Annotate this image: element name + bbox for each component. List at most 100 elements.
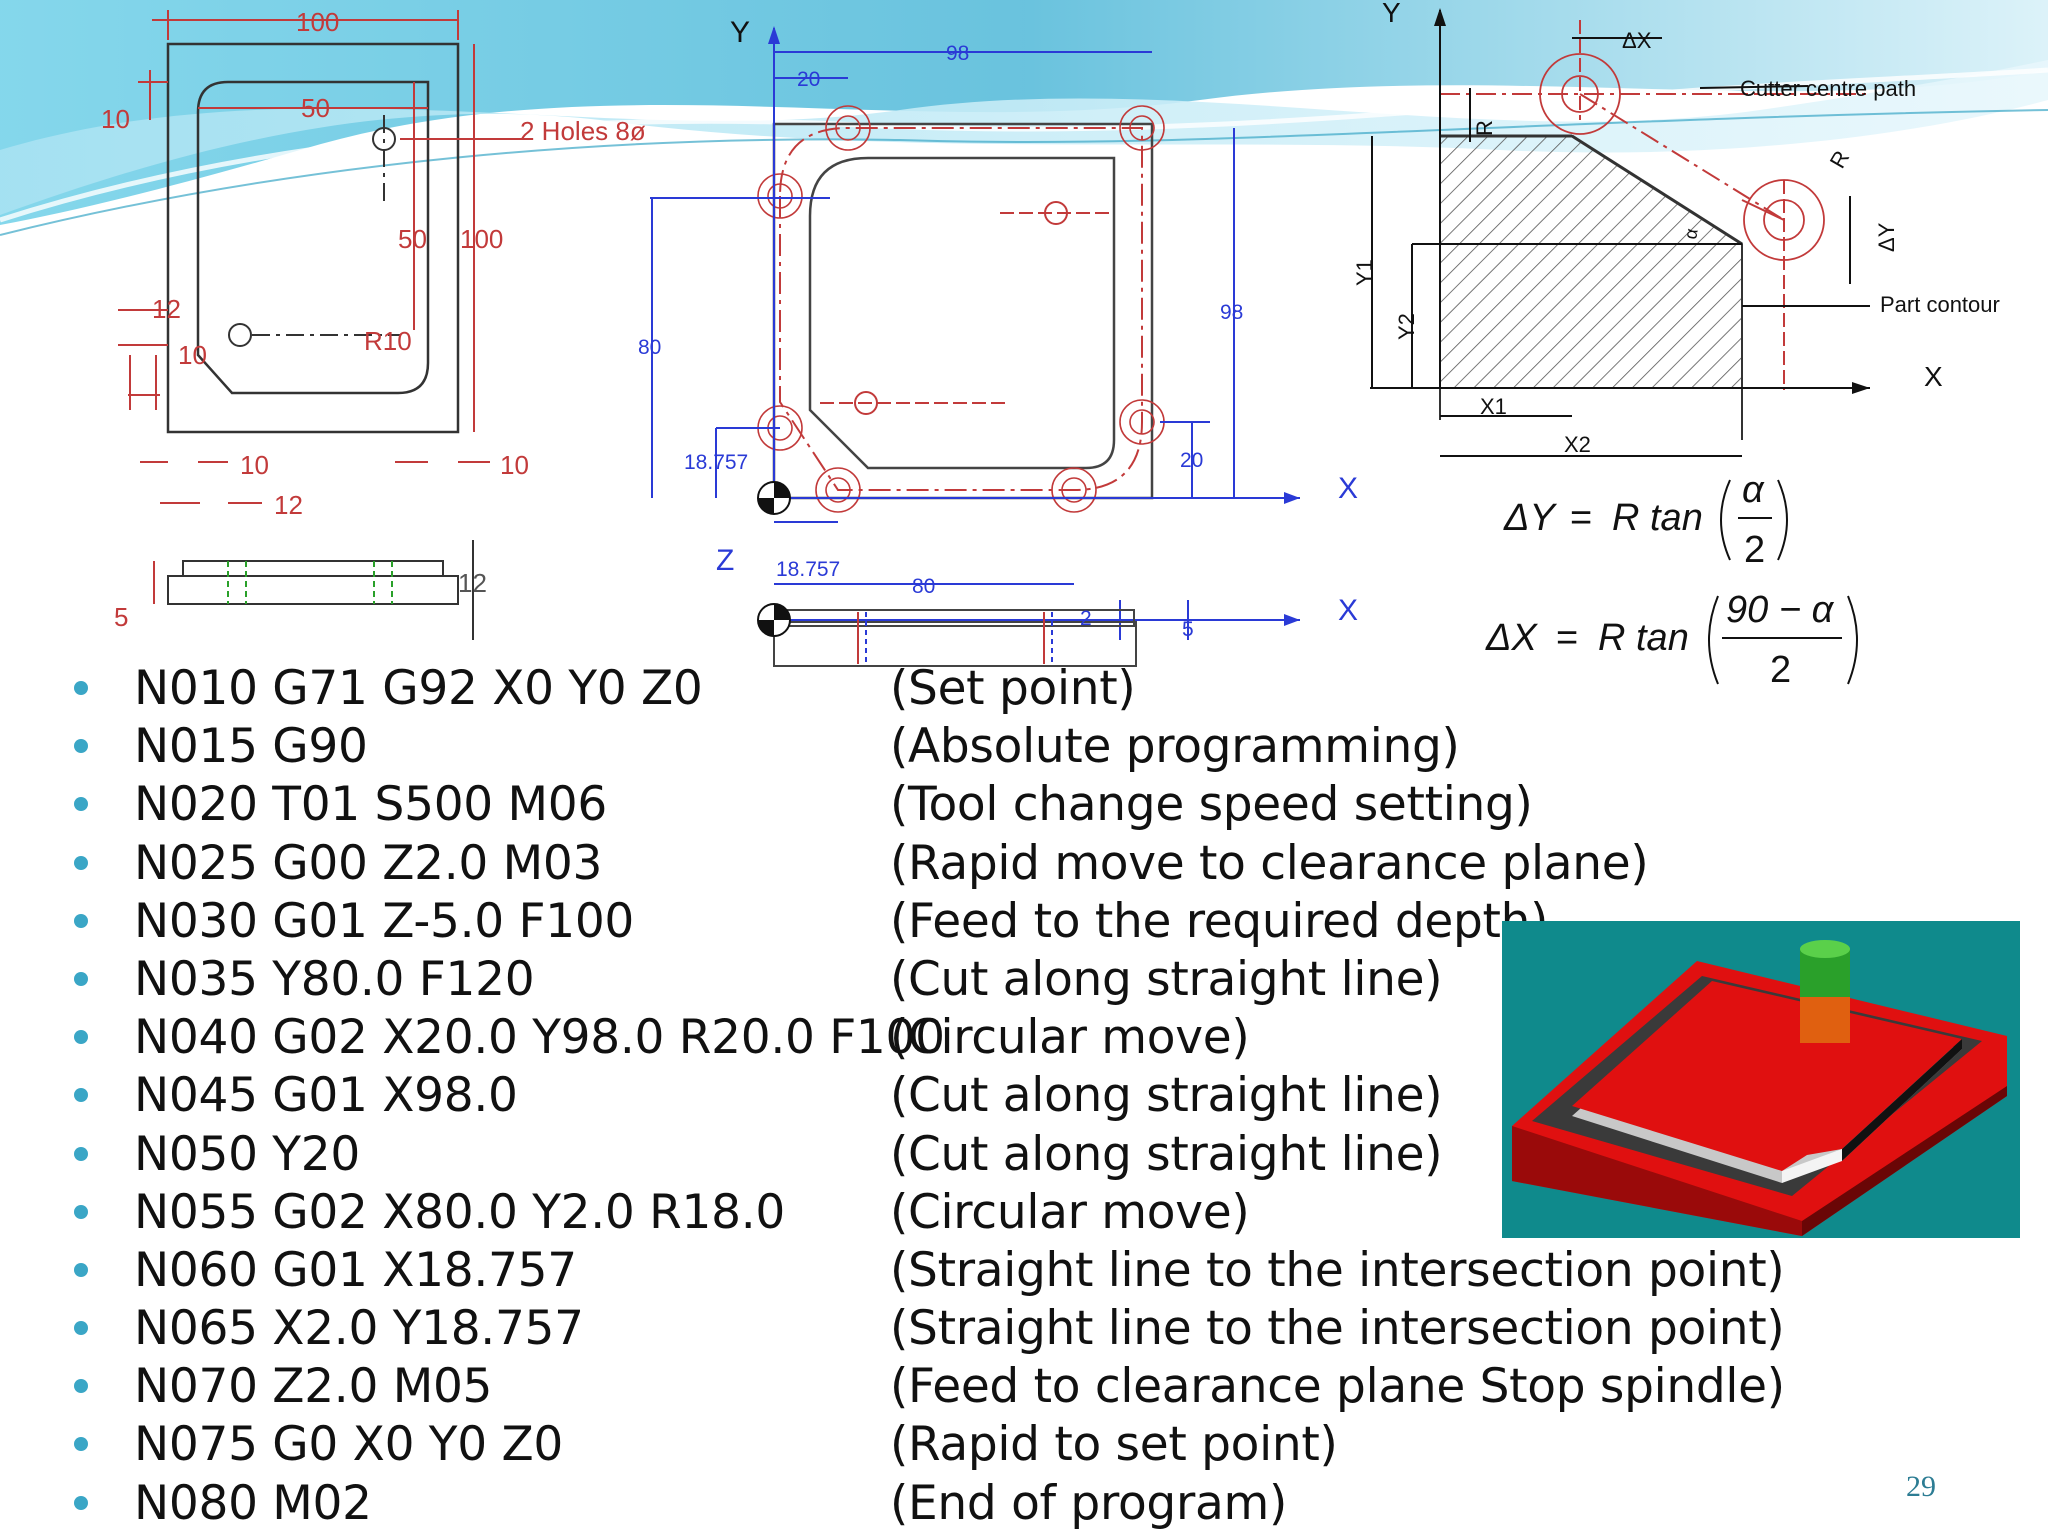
dim-label: 98 xyxy=(946,42,969,65)
formula-rtan: R tan xyxy=(1598,617,1689,659)
program-line: N010 G71 G92 X0 Y0 Z0(Set point) xyxy=(62,660,1822,718)
formula-denominator: 2 xyxy=(1744,529,1765,571)
dim-label: 10 xyxy=(101,104,130,134)
axis-label: X xyxy=(1924,361,1943,392)
gcode-comment: (Feed to clearance plane Stop spindle) xyxy=(890,1359,1785,1415)
dim-label: 50 xyxy=(301,93,330,123)
dim-label: 2 xyxy=(1080,607,1092,630)
dim-label: 100 xyxy=(296,7,339,37)
axis-label: X xyxy=(1338,472,1358,505)
bullet-icon xyxy=(74,1146,88,1161)
bullet-icon xyxy=(74,739,88,754)
formula-numerator: α xyxy=(1742,469,1765,511)
dim-label: 18.757 xyxy=(684,451,748,474)
dim-label: 12 xyxy=(274,490,303,520)
dim-label: 18.757 xyxy=(776,558,840,581)
bullet-icon xyxy=(74,1379,88,1394)
program-line: N020 T01 S500 M06(Tool change speed sett… xyxy=(62,776,1822,834)
formula-rtan: R tan xyxy=(1612,497,1703,539)
program-line: N070 Z2.0 M05 (Feed to clearance plane St… xyxy=(62,1358,1822,1416)
gcode-comment: (End of program) xyxy=(890,1475,1287,1531)
bullet-icon xyxy=(74,913,88,928)
gcode-text: N015 G90 xyxy=(134,719,368,775)
left-part-drawing xyxy=(118,10,530,504)
x2-label: X2 xyxy=(1564,432,1591,457)
program-line: N055 G02 X80.0 Y2.0 R18.0 (Circular move) xyxy=(62,1184,1822,1242)
program-line: N025 G00 Z2.0 M03 (Rapid move to clearanc… xyxy=(62,835,1822,893)
dim-label: 10 xyxy=(240,450,269,480)
program-line: N015 G90(Absolute programming) xyxy=(62,718,1822,776)
bullet-icon xyxy=(74,1204,88,1219)
axis-label: Z xyxy=(716,544,734,577)
program-line: N080 M02(End of program) xyxy=(62,1475,1822,1533)
part-contour-label: Part contour xyxy=(1880,292,2000,317)
dim-label: 10 xyxy=(500,450,529,480)
dim-label: 50 xyxy=(398,224,427,254)
bullet-icon xyxy=(74,1495,88,1510)
gcode-text: N040 G02 X20.0 Y98.0 R20.0 F100 xyxy=(134,1010,945,1066)
header-wave xyxy=(0,0,2048,225)
gcode-comment: (Rapid move to clearance plane) xyxy=(890,835,1649,891)
y2-label: Y2 xyxy=(1394,313,1419,340)
bullet-icon xyxy=(74,1262,88,1277)
page-number: 29 xyxy=(1906,1470,1936,1503)
part-render-image xyxy=(1502,921,2020,1238)
cnc-program-list: N010 G71 G92 X0 Y0 Z0(Set point)N015 G90… xyxy=(62,660,1822,1533)
bullet-icon xyxy=(74,1088,88,1103)
program-line: N050 Y20 (Cut along straight line) xyxy=(62,1126,1822,1184)
program-line: N045 G01 X98.0(Cut along straight line) xyxy=(62,1067,1822,1125)
gcode-text: N035 Y80.0 F120 xyxy=(134,951,535,1007)
header-wave-line-2 xyxy=(0,109,2048,236)
delta-x-label: ΔX xyxy=(1622,28,1652,53)
bullet-icon xyxy=(74,797,88,812)
program-line: N035 Y80.0 F120(Cut along straight line) xyxy=(62,951,1822,1009)
left-part-side-view xyxy=(153,540,474,640)
header-wave-light xyxy=(0,60,2048,215)
gcode-text: N060 G01 X18.757 xyxy=(134,1242,577,1298)
left-part-labels: 100 10 50 2 Holes 8ø 50 100 12 10 R10 10… xyxy=(101,7,646,632)
bullet-icon xyxy=(74,1030,88,1045)
y1-label: Y1 xyxy=(1352,259,1377,286)
origin-marker xyxy=(757,481,791,515)
dim-label: 5 xyxy=(1182,618,1194,641)
origin-marker xyxy=(757,603,791,637)
middle-part-drawing xyxy=(650,26,1300,667)
gcode-comment: (Set point) xyxy=(890,661,1136,716)
formula-eq: = xyxy=(1570,497,1592,539)
formula-eq: = xyxy=(1556,617,1578,659)
dim-label: 20 xyxy=(797,68,820,91)
formula-denominator: 2 xyxy=(1770,649,1791,691)
gcode-text: N055 G02 X80.0 Y2.0 R18.0 xyxy=(134,1184,785,1240)
dim-label: 12 xyxy=(152,294,181,324)
gcode-comment: (Circular move) xyxy=(890,1010,1250,1066)
delta-y-label: ΔY xyxy=(1874,222,1899,252)
gcode-text: N050 Y20 xyxy=(134,1126,360,1182)
delta-x-formula: ΔX = R tan 90 − α 2 xyxy=(1485,589,1858,691)
cutter-offset-diagram xyxy=(1370,8,1870,457)
bullet-icon xyxy=(74,1321,88,1336)
axis-label: Y xyxy=(1382,0,1401,28)
delta-y-formula: ΔY = R tan α 2 xyxy=(1503,469,1788,571)
dim-label: 20 xyxy=(1180,449,1203,472)
gcode-comment: (Cut along straight line) xyxy=(890,1126,1443,1182)
r-label: R xyxy=(1472,120,1497,136)
r-label: R xyxy=(1825,146,1855,172)
gcode-comment: (Circular move) xyxy=(890,1184,1250,1240)
bullet-icon xyxy=(74,855,88,870)
bullet-icon xyxy=(74,1437,88,1452)
axis-label: X xyxy=(1338,594,1358,627)
dim-label: 5 xyxy=(114,602,128,632)
gcode-text: N025 G00 Z2.0 M03 xyxy=(134,835,603,891)
dim-label: 100 xyxy=(460,224,503,254)
dim-label: 80 xyxy=(912,575,935,598)
holes-note: 2 Holes 8ø xyxy=(520,116,646,146)
formula-numerator: 90 − α xyxy=(1726,589,1835,631)
gcode-text: N020 T01 S500 M06 xyxy=(134,777,608,833)
gcode-text: N070 Z2.0 M05 xyxy=(134,1359,493,1415)
dim-label: 80 xyxy=(638,336,661,359)
gcode-text: N065 X2.0 Y18.757 xyxy=(134,1301,584,1357)
dim-label: 98 xyxy=(1220,301,1243,324)
program-line: N040 G02 X20.0 Y98.0 R20.0 F100(Circular… xyxy=(62,1009,1822,1067)
x1-label: X1 xyxy=(1480,394,1507,419)
